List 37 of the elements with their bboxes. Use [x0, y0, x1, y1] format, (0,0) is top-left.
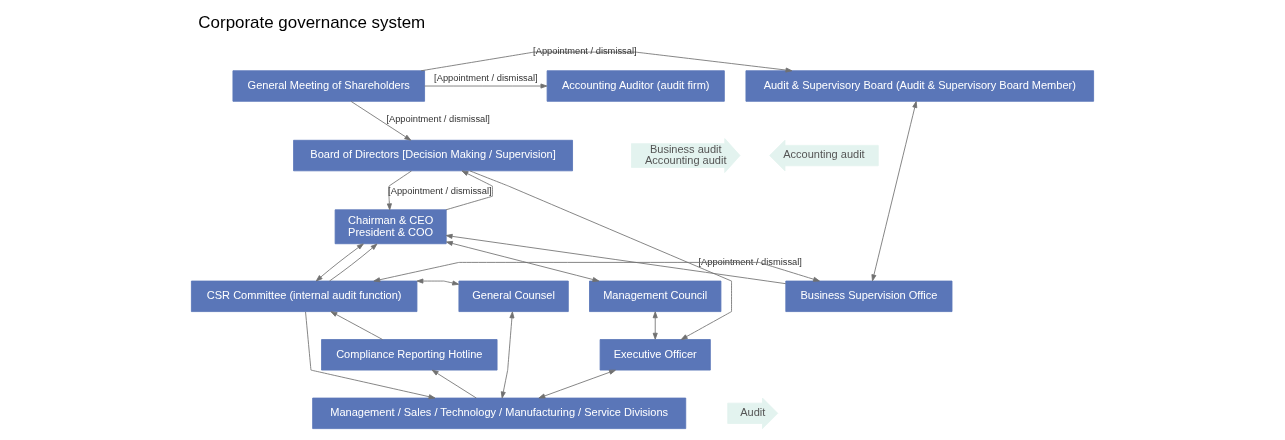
- node-box: General Counsel: [458, 280, 569, 312]
- node-box: Business Supervision Office: [785, 280, 953, 312]
- arrow: [305, 311, 436, 400]
- node-box: General Meeting of Shareholders: [232, 70, 425, 102]
- node-box: CSR Committee (internal audit function): [190, 280, 418, 312]
- arrow: [373, 261, 820, 283]
- arrow: [350, 101, 412, 141]
- node-box: Chairman & CEO President & COO: [334, 209, 447, 245]
- node-box: Accounting Auditor (audit firm): [546, 70, 725, 102]
- edge-label: [Appointment / dismissal]: [698, 256, 802, 267]
- arrow: [652, 311, 658, 340]
- edge-label: [Appointment / dismissal]: [386, 114, 490, 125]
- arrow: [445, 233, 787, 285]
- edge-label: [Appointment / dismissal]: [388, 185, 492, 196]
- node-box: Board of Directors [Decision Making / Supervision]: [293, 139, 573, 172]
- node-box: Management Council: [589, 280, 722, 312]
- arrow: [446, 240, 600, 282]
- node-box: Audit & Supervisory Board (Audit & Supervisory Board Member): [745, 70, 1095, 102]
- arrow: [445, 170, 493, 211]
- edge-label: [Appointment / dismissal]: [533, 46, 637, 57]
- arrow: [538, 369, 616, 399]
- arrow: [386, 170, 412, 211]
- node-box: Executive Officer: [599, 339, 711, 371]
- edge-label: [Appointment / dismissal]: [434, 72, 538, 83]
- arrow: [329, 243, 378, 282]
- arrow: [420, 51, 793, 73]
- arrow: [500, 311, 515, 399]
- node-box: Management / Sales / Technology / Manufacturing / Service Divisions: [312, 397, 687, 430]
- arrow: [431, 369, 477, 399]
- arrow: [416, 278, 460, 286]
- arrow: [469, 170, 732, 340]
- arrow: [315, 243, 364, 282]
- node-box: Compliance Reporting Hotline: [321, 339, 498, 371]
- diagram-title: Corporate governance system: [198, 13, 426, 33]
- arrow: [871, 101, 918, 282]
- arrow: [424, 83, 548, 89]
- arrow: [330, 311, 383, 340]
